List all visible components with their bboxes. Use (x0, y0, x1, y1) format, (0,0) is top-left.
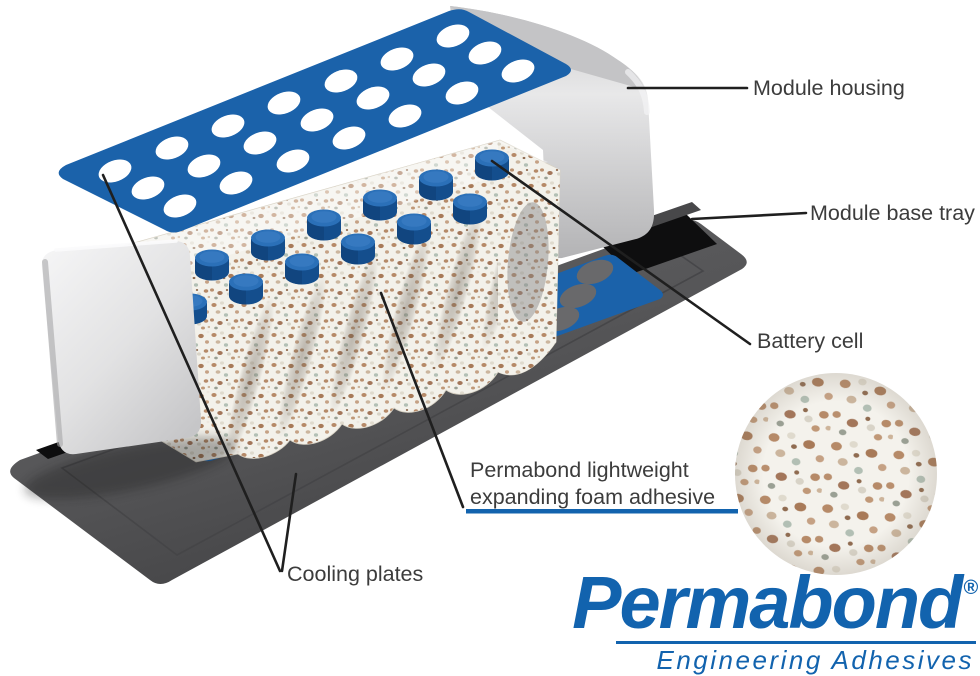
diagram-canvas: Module housing Module base tray Battery … (10, 6, 975, 586)
logo-tagline: Engineering Adhesives (656, 645, 974, 675)
battery-module-diagram: Module housing Module base tray Battery … (10, 6, 978, 675)
permabond-wordmark: Permabond® (572, 566, 978, 640)
endcap-shadow (24, 436, 236, 500)
foam-texture-swatch (735, 373, 937, 575)
diagram-labels: Module housing Module base tray Battery … (287, 76, 975, 586)
label-cooling-plates: Cooling plates (287, 562, 423, 586)
permabond-brand-text: Permabond (572, 561, 963, 644)
housing-top-face (450, 6, 645, 90)
swatch-shading (735, 373, 937, 575)
permabond-logo: Permabond® Engineering Adhesives (572, 566, 978, 676)
label-module-base-tray: Module base tray (810, 201, 975, 225)
label-module-housing: Module housing (753, 76, 905, 100)
endcap-body (41, 240, 202, 455)
foam-cut-cavity (507, 202, 549, 322)
leader-module-base-tray (690, 211, 808, 221)
endcap-top-highlight (54, 239, 178, 252)
label-battery-cell: Battery cell (757, 329, 863, 353)
leader-battery-cell (490, 159, 752, 346)
logo-divider-rule (616, 641, 976, 644)
leader-cooling-plate-top (101, 173, 282, 573)
label-foam-line1: Permabond lightweight (470, 458, 689, 482)
leader-lines (101, 86, 808, 573)
foam-cut-face (498, 142, 560, 375)
foam-label-underline (466, 509, 738, 514)
leader-foam-adhesive (379, 291, 465, 509)
housing-corner-highlight (625, 69, 650, 115)
cooling-plate-top (58, 9, 572, 233)
label-foam-line2: expanding foam adhesive (470, 485, 715, 509)
module-housing-endcap (24, 239, 236, 500)
leader-cooling-plate-bottom (280, 472, 298, 573)
endcap-left-shade (42, 259, 63, 447)
registered-trademark-icon: ® (963, 577, 978, 599)
